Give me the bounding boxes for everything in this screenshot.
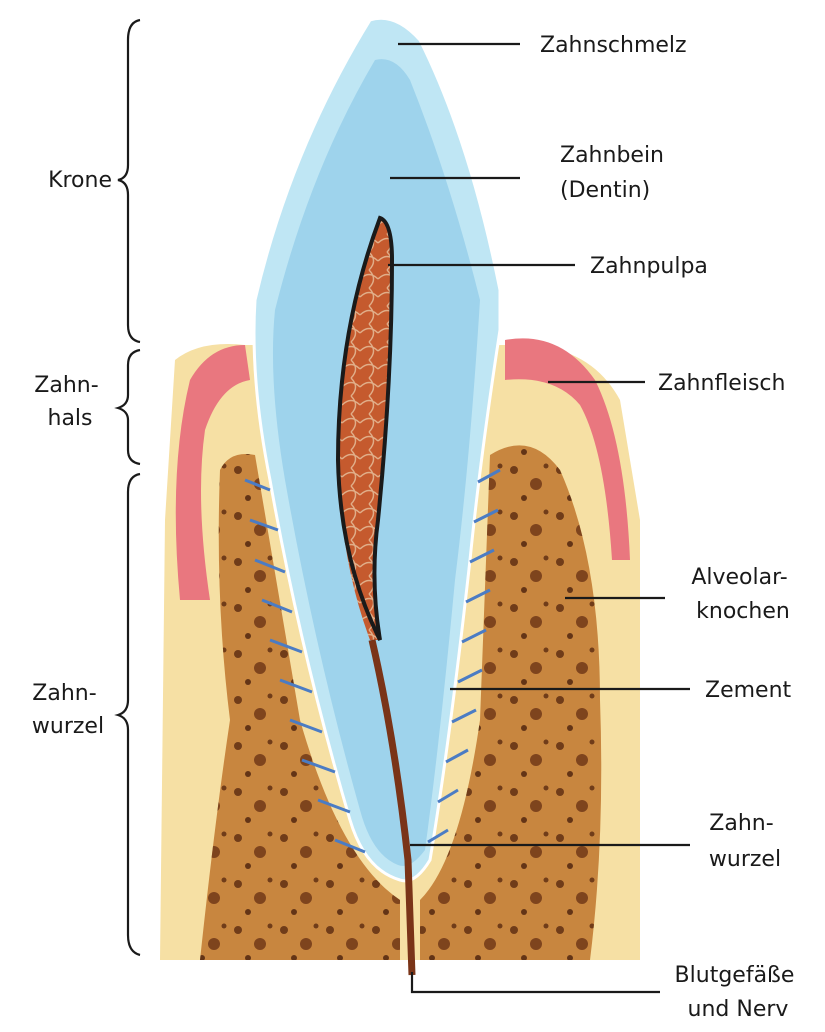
- label-zahnschmelz: Zahnschmelz: [540, 33, 687, 58]
- brace-krone: [118, 20, 140, 342]
- label-blutgefaesse: Blutgefäße und Nerv: [675, 963, 802, 1022]
- label-zahnwurzel-left: Zahn- wurzel: [32, 681, 104, 739]
- brace-zahnwurzel: [118, 474, 140, 955]
- label-alveolarknochen: Alveolar- knochen: [691, 565, 794, 624]
- label-krone: Krone: [48, 168, 112, 193]
- label-zahnwurzel-right: Zahn- wurzel: [709, 811, 781, 872]
- label-zahnfleisch: Zahnfleisch: [658, 371, 785, 396]
- leader-blutgefaesse: [412, 972, 660, 992]
- label-zahnhals: Zahn- hals: [34, 373, 105, 431]
- label-zement: Zement: [705, 678, 792, 703]
- label-zahnpulpa: Zahnpulpa: [590, 254, 708, 279]
- label-zahnbein: Zahnbein (Dentin): [560, 143, 671, 203]
- brace-zahnhals: [118, 350, 140, 464]
